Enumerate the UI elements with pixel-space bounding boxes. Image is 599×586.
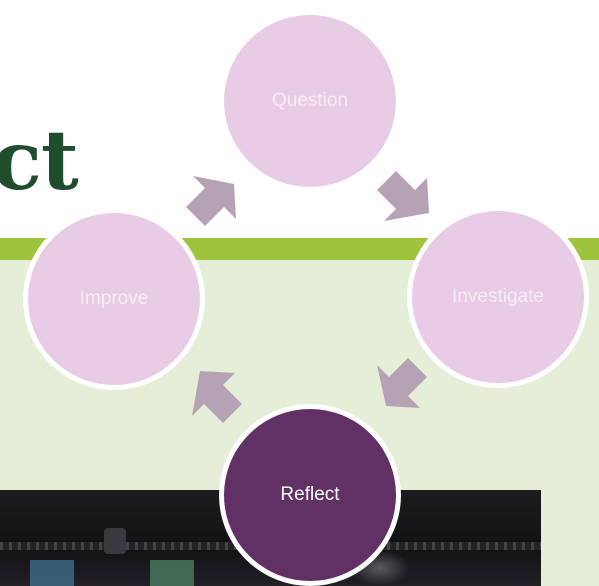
booth-banner <box>150 560 194 586</box>
slide-title-fragment: ct <box>0 113 79 209</box>
stage-lamp <box>104 528 126 554</box>
cycle-node-label: Investigate <box>452 286 544 307</box>
cycle-node-label: Question <box>271 90 349 111</box>
cycle-node-investigate: Investigate <box>407 206 589 388</box>
cycle-node-improve: Improve <box>23 208 205 390</box>
arrow-question-to-investigate <box>377 171 429 221</box>
cycle-node-reflect: Reflect <box>219 404 401 586</box>
cycle-node-question: Question <box>219 10 401 192</box>
arrow-improve-to-question <box>186 176 236 226</box>
booth-banner <box>30 560 74 586</box>
arrow-investigate-to-reflect <box>377 358 427 408</box>
cycle-node-label: Improve <box>79 288 149 309</box>
arrow-reflect-to-improve <box>192 371 242 423</box>
cycle-node-label: Reflect <box>280 484 340 505</box>
